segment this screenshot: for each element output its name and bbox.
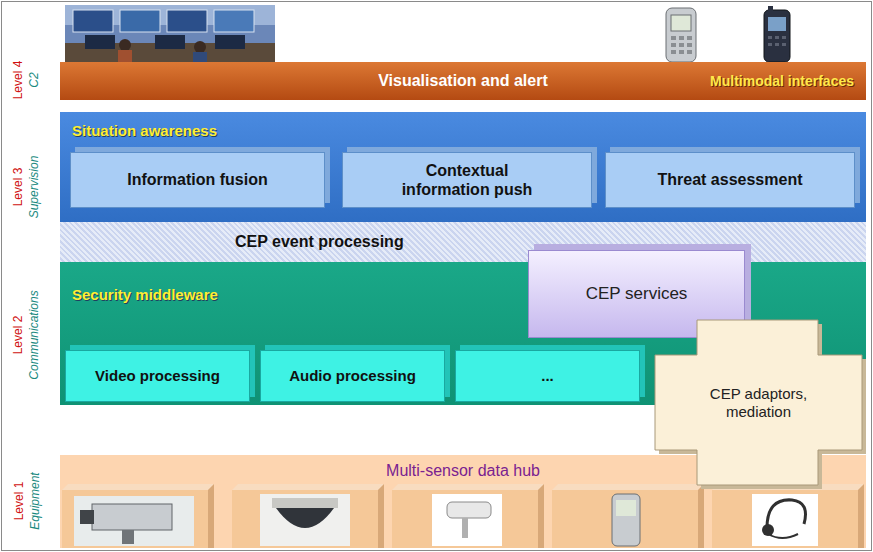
node-label: Situation awareness	[72, 122, 217, 140]
process-box: Video processing	[65, 350, 250, 402]
process-box: ...	[455, 350, 640, 402]
node-label: CEP adaptors, mediation	[689, 355, 828, 450]
node-label: Information fusion	[71, 153, 324, 207]
level-label: Level 1Equipment	[10, 455, 44, 548]
node-label: Audio processing	[261, 351, 444, 401]
node-label: Contextual information push	[343, 153, 591, 207]
level-number: Level 4	[10, 52, 26, 108]
adaptor-cross: CEP adaptors, mediation	[655, 320, 862, 485]
node-label: CEP event processing	[235, 222, 404, 262]
processing-band: CEP event processing	[60, 222, 866, 262]
process-box: Contextual information push	[342, 152, 592, 208]
node-label: Threat assessment	[606, 153, 854, 207]
equipment-dome-camera	[232, 484, 384, 548]
level-name: Equipment	[26, 455, 42, 548]
level-name: Supervision	[26, 112, 42, 262]
equipment-headset	[712, 484, 864, 548]
control-room-photo	[65, 5, 275, 62]
equipment-camera	[62, 484, 214, 548]
node-label: ...	[456, 351, 639, 401]
equipment-pda	[552, 484, 704, 548]
process-box: Threat assessment	[605, 152, 855, 208]
level-number: Level 3	[10, 112, 26, 262]
level-number: Level 2	[10, 260, 26, 410]
level-name: C2	[26, 52, 42, 108]
level-band: Visualisation and alertMultimodal interf…	[60, 62, 866, 100]
level-label: Level 4C2	[10, 52, 44, 108]
node-label: Security middleware	[72, 286, 218, 304]
process-box: Information fusion	[70, 152, 325, 208]
node-label: Video processing	[66, 351, 249, 401]
level-band: Situation awarenessInformation fusion Con…	[60, 112, 866, 222]
equipment-bullet-camera	[392, 484, 544, 548]
node-sublabel: Multimodal interfaces	[710, 62, 854, 100]
level-label: Level 3Supervision	[10, 112, 44, 262]
process-box: Audio processing	[260, 350, 445, 402]
level-label: Level 2Communications	[10, 260, 44, 410]
phone-icons	[660, 6, 800, 64]
level-number: Level 1	[10, 455, 26, 548]
level-name: Communications	[26, 260, 42, 410]
